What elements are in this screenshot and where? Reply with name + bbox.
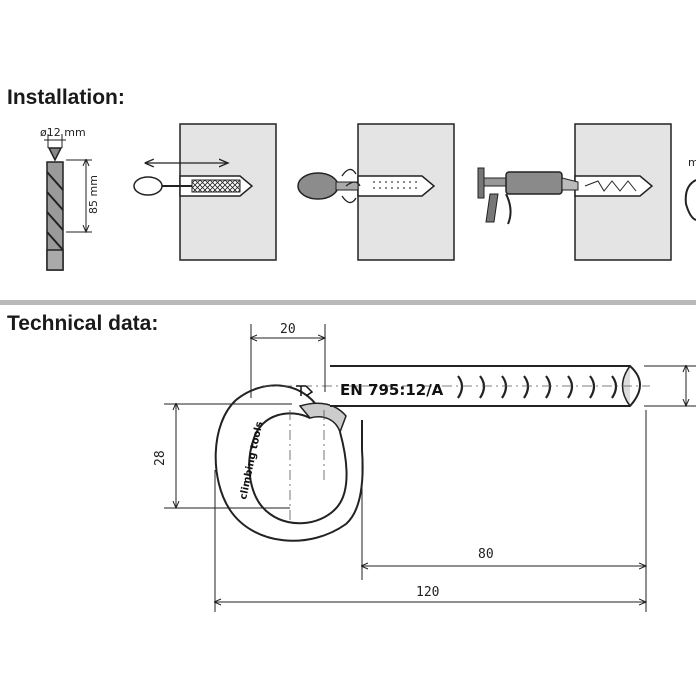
technical-data-heading: Technical data:: [7, 312, 159, 335]
dimension-lines: [164, 324, 696, 612]
anchor-technical-drawing: [214, 365, 650, 542]
drill-diameter-label: ø12 mm: [40, 126, 86, 139]
dim-total-length-label: 120: [416, 585, 439, 600]
step-insert-anchor-partial: [684, 179, 696, 221]
installation-heading: Installation:: [7, 86, 125, 109]
drill-depth-label: 85 mm: [87, 175, 100, 214]
step-injection-gun: [477, 123, 672, 261]
dim-shaft-length-label: 80: [478, 547, 494, 562]
dim-width-label: 20: [280, 322, 296, 337]
drill-bit-illustration: [44, 134, 92, 271]
cutoff-label: m: [688, 156, 696, 169]
step-blow-pump: [297, 123, 455, 261]
step-brush-clean: [133, 123, 277, 261]
section-divider: [0, 300, 696, 305]
anchor-logo: [296, 385, 314, 397]
anchor-marking: EN 795:12/A: [340, 381, 444, 399]
dim-eye-height-label: 28: [153, 450, 168, 466]
